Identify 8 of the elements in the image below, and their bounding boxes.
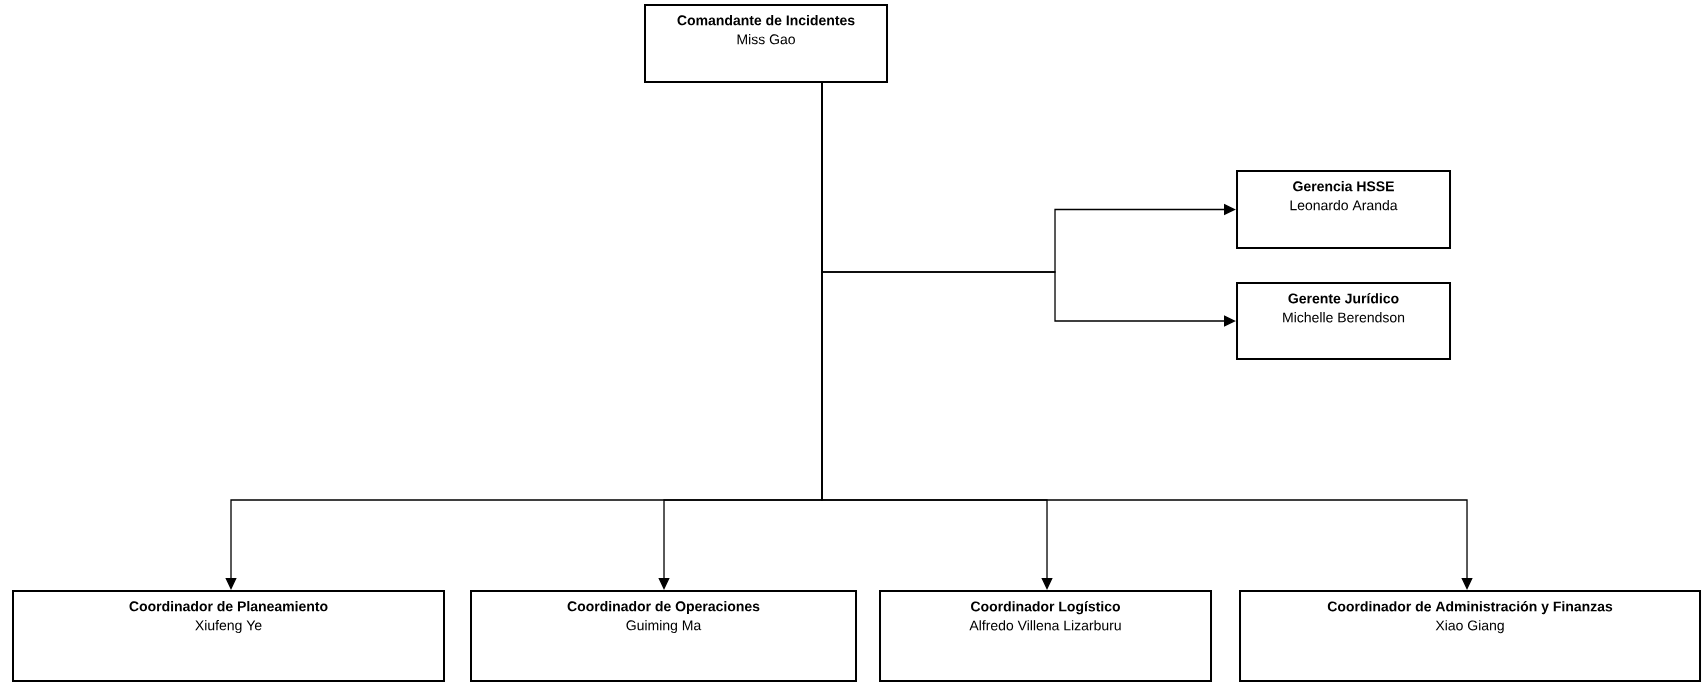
role-box: Comandante de Incidentes Miss Gao bbox=[644, 4, 888, 83]
role-box: Gerencia HSSE Leonardo Aranda bbox=[1236, 170, 1451, 249]
role-box: Coordinador de Planeamiento Xiufeng Ye bbox=[12, 590, 445, 682]
arrow bbox=[821, 82, 1473, 590]
role-box: Gerente Jurídico Michelle Berendson bbox=[1236, 282, 1451, 360]
role-box: Coordinador Logístico Alfredo Villena Lizarburu bbox=[879, 590, 1212, 682]
role-box: Coordinador de Operaciones Guiming Ma bbox=[470, 590, 857, 682]
role-box: Coordinador de Administración y Finanzas Xiao Giang bbox=[1239, 590, 1701, 682]
